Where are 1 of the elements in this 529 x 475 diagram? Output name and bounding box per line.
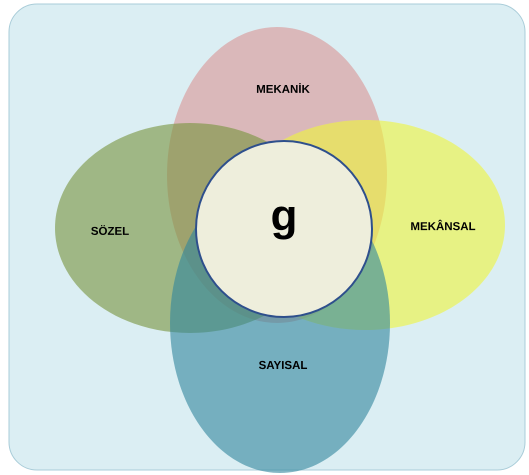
rounded-panel — [8, 4, 526, 470]
